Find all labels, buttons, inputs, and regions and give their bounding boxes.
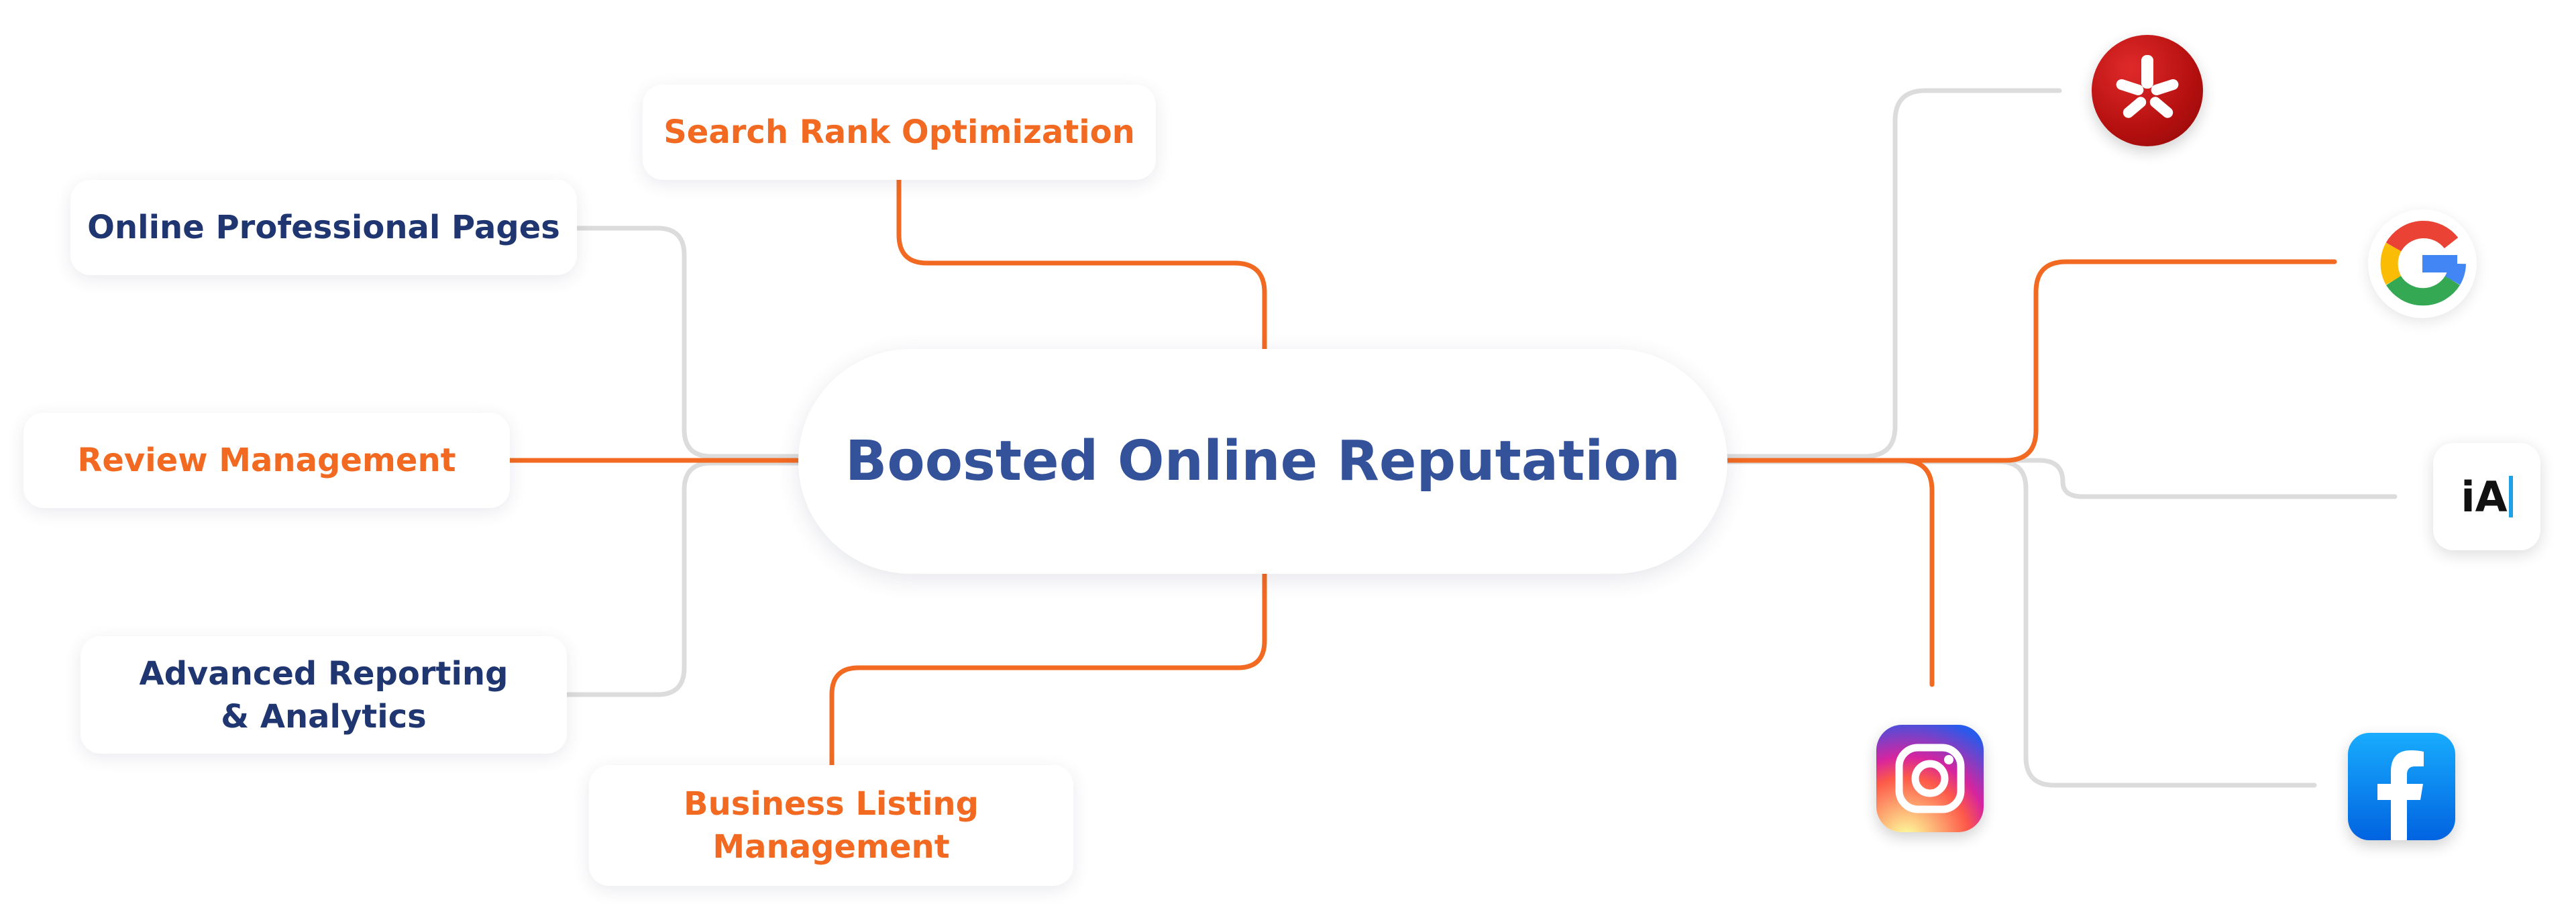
connector-facebook	[1725, 459, 2317, 788]
node-label-line2: & Analytics	[221, 697, 427, 736]
node-review-management: Review Management	[23, 413, 510, 508]
connector-instagram	[1725, 458, 1935, 687]
node-search-rank-optimization: Search Rank Optimization	[643, 85, 1156, 180]
connector-ia	[1725, 458, 2398, 499]
facebook-f-icon	[2377, 750, 2424, 840]
node-advanced-reporting-analytics: Advanced Reporting & Analytics	[80, 636, 567, 754]
connector-yelp	[1725, 88, 2062, 459]
ia-logo-text: iA	[2461, 472, 2508, 521]
google-icon	[2368, 209, 2477, 318]
node-online-professional-pages: Online Professional Pages	[70, 180, 577, 275]
yelp-icon	[2092, 35, 2203, 146]
node-label: Review Management	[77, 442, 456, 479]
node-label: Online Professional Pages	[87, 209, 560, 246]
center-node: Boosted Online Reputation	[798, 349, 1727, 574]
node-label-line1: Advanced Reporting	[139, 654, 508, 693]
node-business-listing-management: Business Listing Management	[589, 765, 1073, 886]
yelp-burst-icon	[2116, 55, 2179, 118]
connector-search-rank	[896, 177, 1267, 352]
node-label: Search Rank Optimization	[663, 113, 1135, 151]
google-g-icon	[2380, 221, 2466, 306]
node-label-line2: Management	[712, 828, 950, 866]
ia-cursor	[2508, 476, 2513, 517]
connector-google	[1725, 259, 2337, 463]
instagram-icon	[1876, 725, 1984, 832]
connector-online-pages	[574, 225, 801, 459]
instagram-camera-icon	[1895, 744, 1965, 813]
connector-advanced-reporting	[564, 460, 801, 697]
center-label: Boosted Online Reputation	[845, 430, 1681, 493]
ia-writer-icon: iA	[2433, 443, 2540, 550]
facebook-icon	[2348, 733, 2455, 840]
connector-business-listing	[829, 571, 1267, 768]
node-label-line1: Business Listing	[684, 785, 979, 823]
